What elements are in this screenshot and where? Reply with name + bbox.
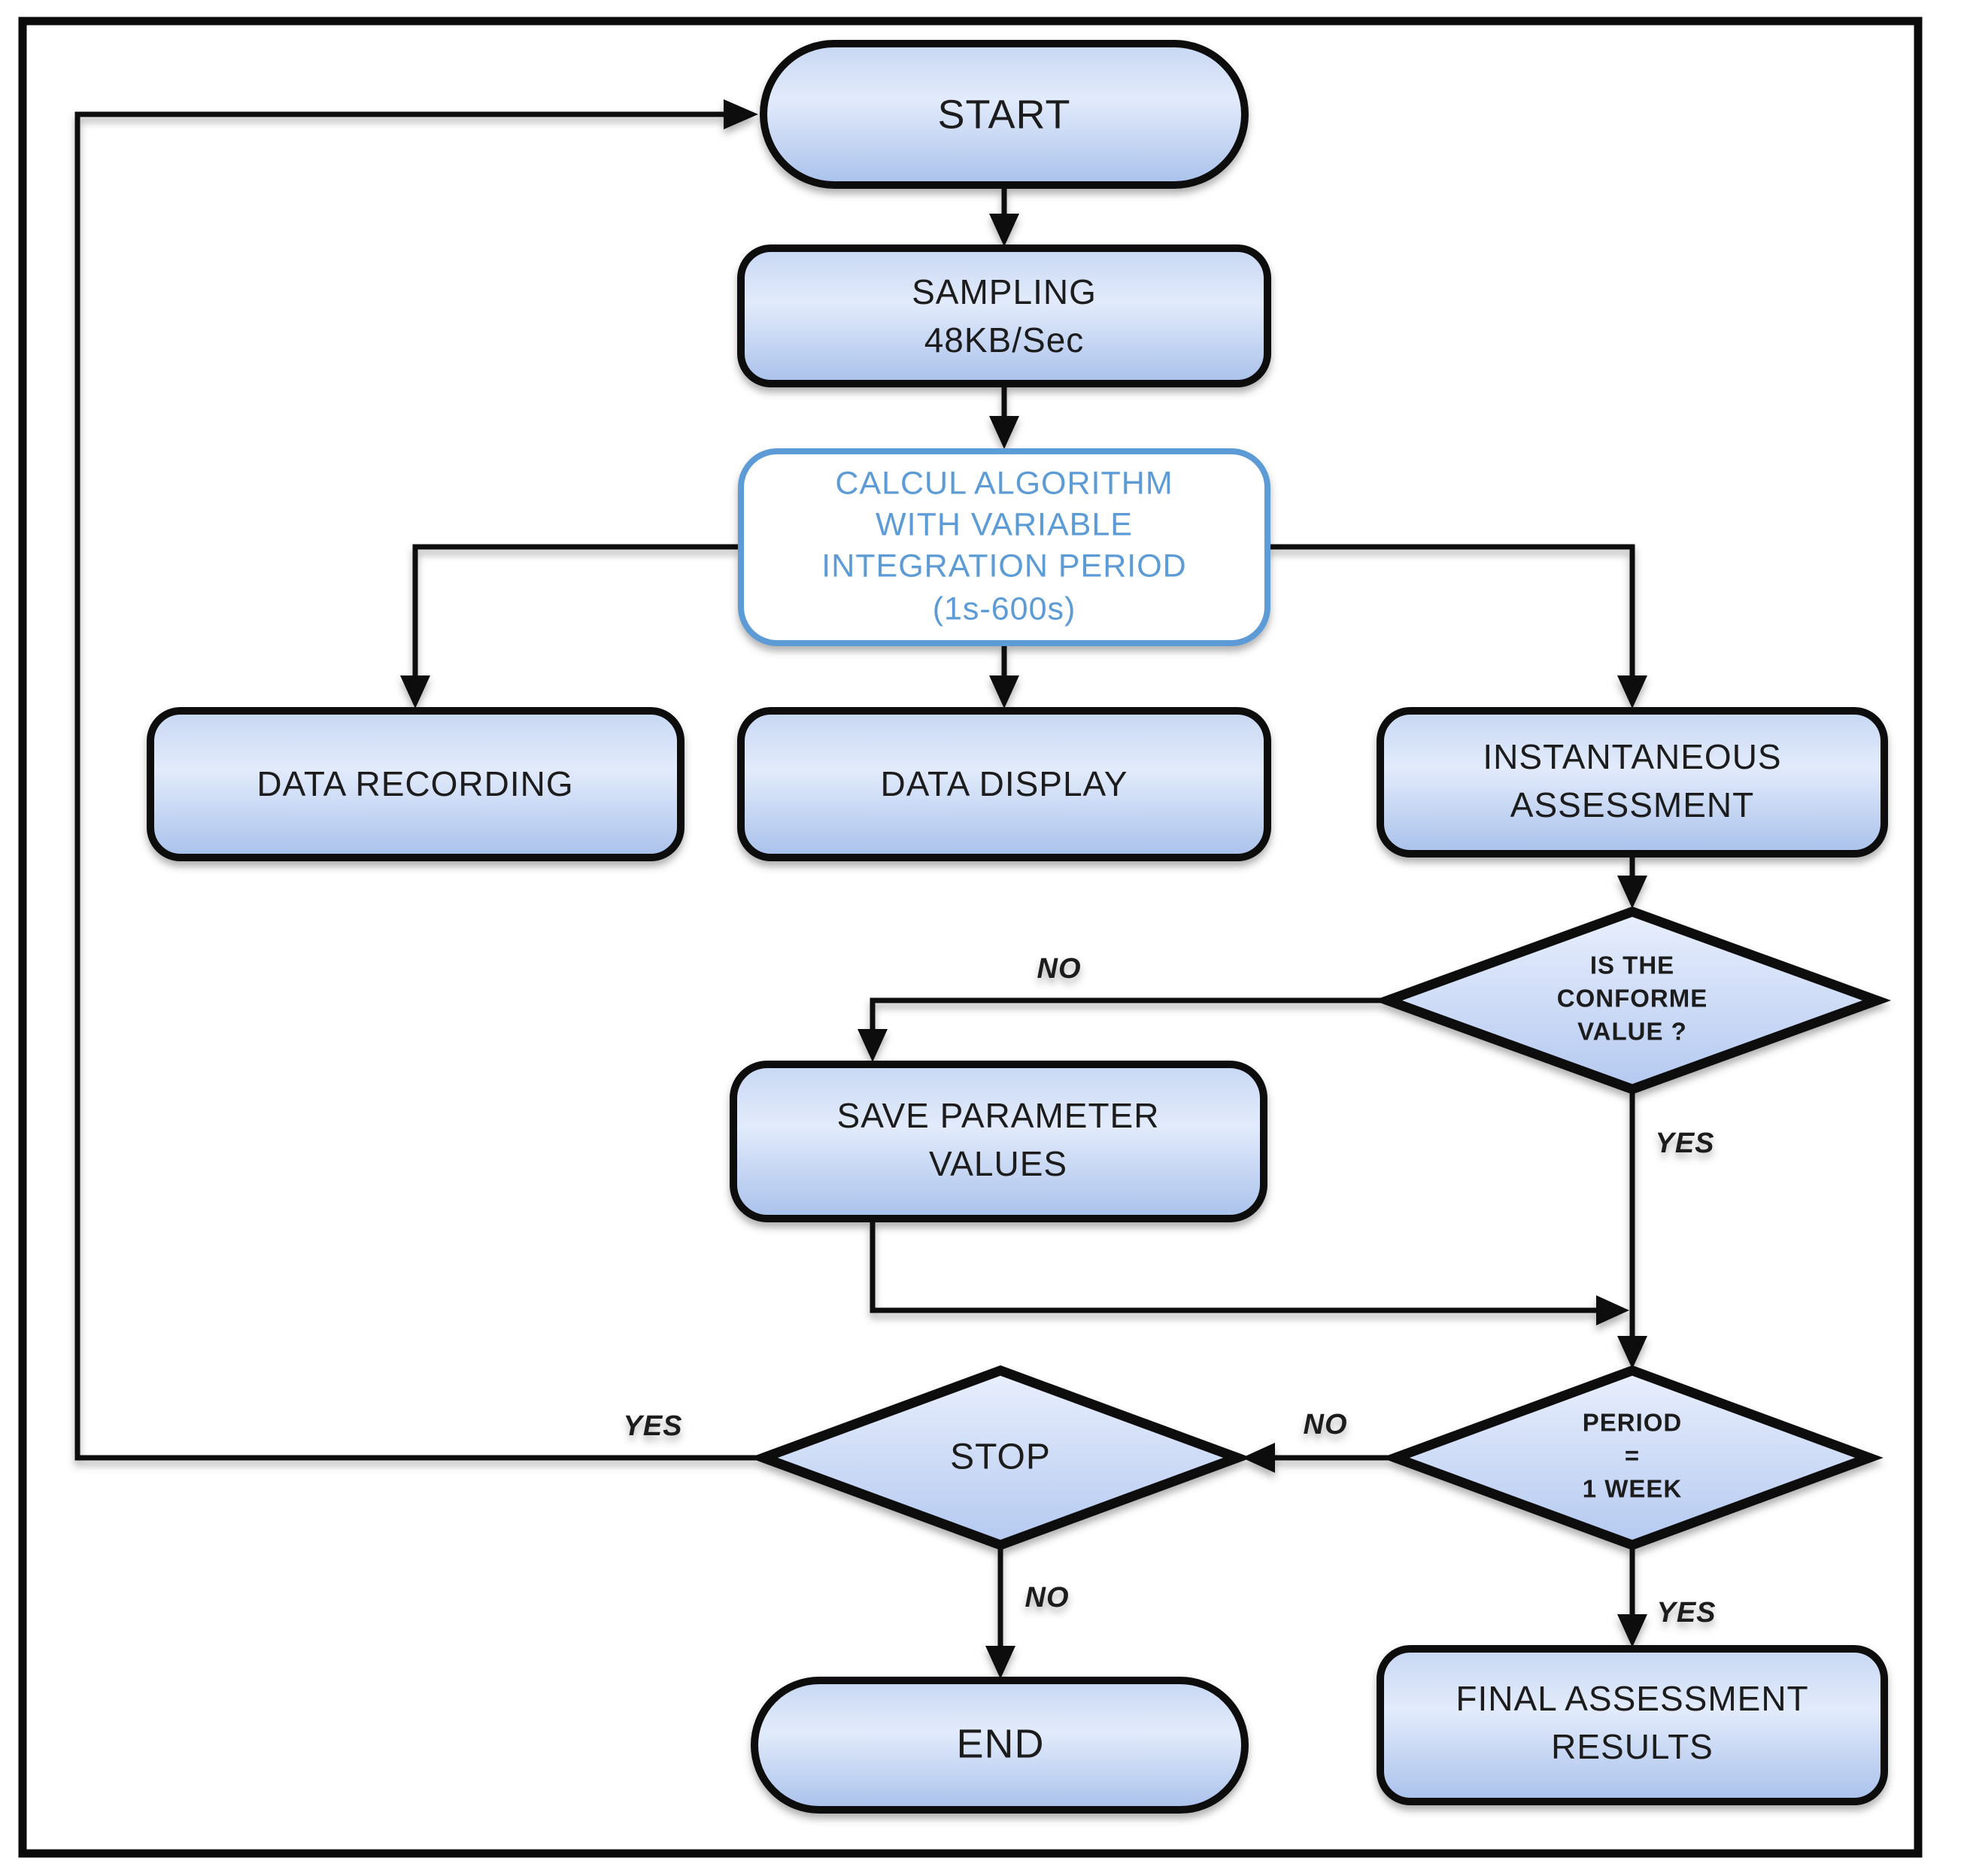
edge-save-to-merge bbox=[870, 1219, 1598, 1313]
edge-label-conforme-yes: YES bbox=[1655, 1128, 1714, 1159]
edge-label-period-yes: YES bbox=[1656, 1597, 1716, 1629]
edge-stop-yes-to-start bbox=[74, 111, 763, 1461]
node-conforme-line3: VALUE ? bbox=[1577, 1018, 1687, 1046]
node-conforme-decision: IS THE CONFORME VALUE ? bbox=[1373, 906, 1892, 1094]
arrowhead-into-data-recording bbox=[400, 675, 430, 709]
node-calcul-line3: INTEGRATION PERIOD bbox=[821, 548, 1186, 584]
edge-label-conforme-no: NO bbox=[1037, 953, 1082, 985]
node-save-line1: SAVE PARAMETER bbox=[837, 1096, 1160, 1135]
edge-label-period-no: NO bbox=[1304, 1409, 1348, 1440]
node-instantaneous-assessment: INSTANTANEOUS ASSESSMENT bbox=[1377, 707, 1888, 858]
arrowhead-into-final bbox=[1617, 1614, 1647, 1647]
node-start: START bbox=[760, 40, 1249, 189]
arrowhead-into-sampling bbox=[989, 214, 1019, 247]
edge-labels: NO YES NO YES YES NO bbox=[623, 953, 1716, 1629]
arrowhead-into-end bbox=[985, 1646, 1015, 1679]
arrowhead-into-data-display bbox=[989, 675, 1019, 709]
edge-calcul-to-data-recording bbox=[412, 544, 741, 675]
edge-conforme-no-to-save bbox=[870, 997, 1388, 1029]
node-start-label: START bbox=[937, 92, 1070, 137]
connectors bbox=[74, 99, 1647, 1679]
node-sampling-line1: SAMPLING bbox=[912, 272, 1097, 311]
arrowhead-into-save bbox=[858, 1029, 888, 1062]
node-sampling-line2: 48KB/Sec bbox=[924, 320, 1085, 360]
arrowhead-merge-right bbox=[1596, 1295, 1629, 1325]
arrowhead-into-instantaneous bbox=[1617, 675, 1647, 709]
node-data-recording: DATA RECORDING bbox=[147, 707, 685, 861]
node-instantaneous-line1: INSTANTANEOUS bbox=[1483, 737, 1781, 776]
edge-calcul-to-instantaneous bbox=[1267, 544, 1635, 675]
arrowhead-into-period bbox=[1617, 1336, 1647, 1369]
arrowhead-into-stop bbox=[1242, 1443, 1275, 1473]
node-conforme-line1: IS THE bbox=[1590, 952, 1674, 979]
node-calcul-line2: WITH VARIABLE bbox=[876, 506, 1133, 542]
arrowhead-into-calcul bbox=[989, 416, 1019, 449]
node-save-line2: VALUES bbox=[929, 1144, 1067, 1183]
node-final-line2: RESULTS bbox=[1551, 1727, 1714, 1766]
node-stop-decision: STOP bbox=[749, 1365, 1252, 1550]
node-final-line1: FINAL ASSESSMENT bbox=[1456, 1679, 1808, 1718]
node-instantaneous-line2: ASSESSMENT bbox=[1510, 785, 1754, 824]
node-final-assessment-results: FINAL ASSESSMENT RESULTS bbox=[1377, 1645, 1888, 1805]
node-data-display-label: DATA DISPLAY bbox=[881, 764, 1128, 803]
node-stop-label: STOP bbox=[950, 1437, 1051, 1477]
node-period-line3: 1 WEEK bbox=[1583, 1475, 1683, 1503]
node-calcul-line1: CALCUL ALGORITHM bbox=[835, 465, 1173, 501]
diagram-border-frame bbox=[18, 17, 1923, 1858]
node-calcul-line4: (1s-600s) bbox=[933, 590, 1076, 627]
node-period-line2: = bbox=[1625, 1442, 1640, 1470]
node-conforme-line2: CONFORME bbox=[1557, 985, 1708, 1012]
arrowhead-into-conforme bbox=[1617, 876, 1647, 909]
node-data-display: DATA DISPLAY bbox=[737, 707, 1271, 861]
node-data-recording-label: DATA RECORDING bbox=[257, 764, 573, 803]
node-calcul-algorithm: CALCUL ALGORITHM WITH VARIABLE INTEGRATI… bbox=[738, 448, 1270, 646]
edge-label-stop-yes: YES bbox=[623, 1410, 682, 1442]
node-save-parameter-values: SAVE PARAMETER VALUES bbox=[730, 1061, 1267, 1222]
node-end: END bbox=[751, 1677, 1249, 1814]
node-end-label: END bbox=[956, 1721, 1044, 1766]
edge-label-stop-no: NO bbox=[1025, 1582, 1070, 1613]
node-sampling: SAMPLING 48KB/Sec bbox=[737, 244, 1271, 387]
arrowhead-into-start bbox=[724, 99, 758, 129]
node-period-line1: PERIOD bbox=[1583, 1409, 1683, 1437]
node-period-decision: PERIOD = 1 WEEK bbox=[1381, 1365, 1884, 1550]
